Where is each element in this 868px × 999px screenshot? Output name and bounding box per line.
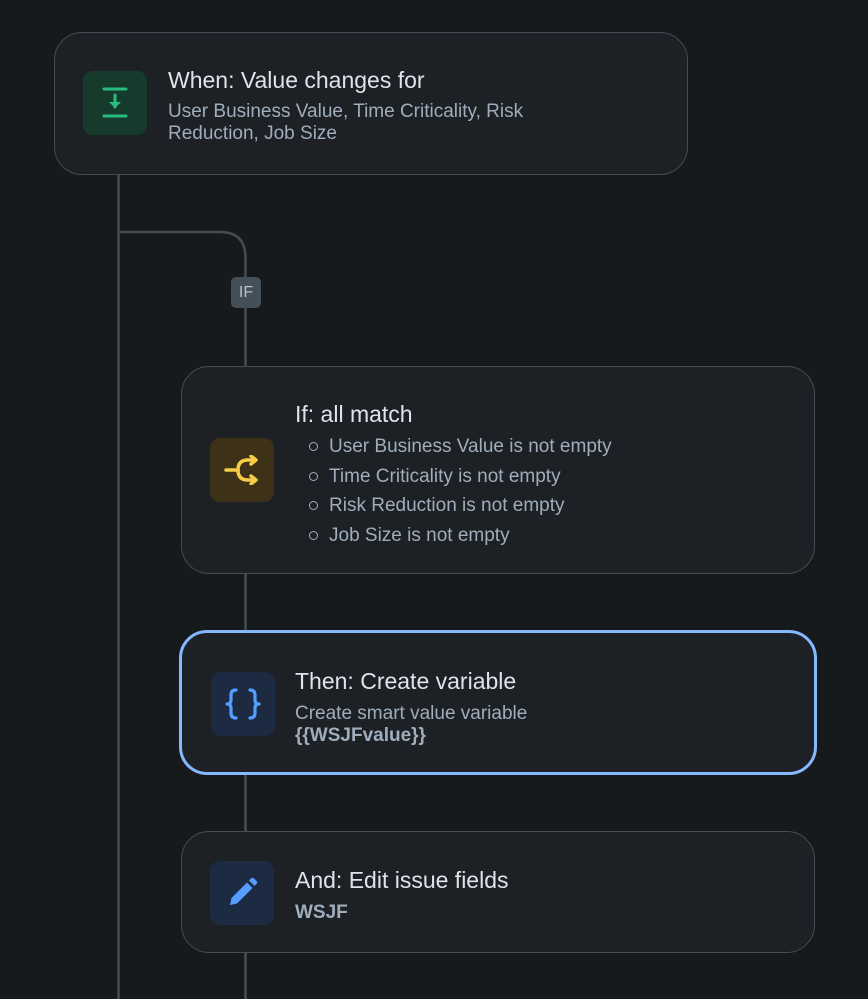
condition-item: Risk Reduction is not empty [309, 495, 612, 525]
variable-icon-tile [211, 672, 275, 736]
condition-card[interactable]: If: all match User Business Value is not… [181, 366, 815, 574]
pencil-icon [230, 877, 258, 905]
variable-name: {{WSJFvalue}} [295, 725, 426, 746]
edit-issue-title: And: Edit issue fields [295, 867, 509, 893]
create-variable-subtitle: Create smart value variable [295, 703, 528, 724]
condition-item: Job Size is not empty [309, 525, 612, 555]
bullet-icon [309, 501, 318, 510]
trigger-icon-tile [83, 71, 147, 135]
condition-list: User Business Value is not empty Time Cr… [309, 436, 612, 554]
condition-icon-tile [210, 438, 274, 502]
condition-title: If: all match [295, 401, 413, 427]
edit-issue-card[interactable]: And: Edit issue fields WSJF [181, 831, 815, 953]
condition-item-text: User Business Value is not empty [329, 436, 612, 457]
download-icon [102, 87, 128, 118]
branch-connector [118, 230, 247, 366]
if-branch-badge: IF [231, 277, 261, 308]
trigger-subtitle: User Business Value, Time Criticality, R… [168, 101, 524, 144]
curly-braces-icon [225, 688, 261, 720]
bullet-icon [309, 442, 318, 451]
create-variable-title: Then: Create variable [295, 668, 517, 694]
condition-item-text: Time Criticality is not empty [329, 465, 561, 487]
create-variable-card[interactable]: Then: Create variable Create smart value… [179, 630, 817, 775]
edit-icon-tile [210, 861, 274, 925]
branch-merge-icon [224, 455, 258, 485]
bullet-icon [309, 530, 318, 540]
edit-issue-field: WSJF [295, 902, 348, 923]
condition-item: User Business Value is not empty [309, 436, 612, 466]
condition-item-text: Job Size is not empty [329, 524, 510, 546]
bullet-icon [309, 471, 318, 481]
trigger-title: When: Value changes for [168, 67, 425, 93]
condition-item-text: Risk Reduction is not empty [329, 495, 565, 516]
trigger-card[interactable]: When: Value changes for User Business Va… [54, 32, 688, 175]
condition-item: Time Criticality is not empty [309, 466, 612, 496]
